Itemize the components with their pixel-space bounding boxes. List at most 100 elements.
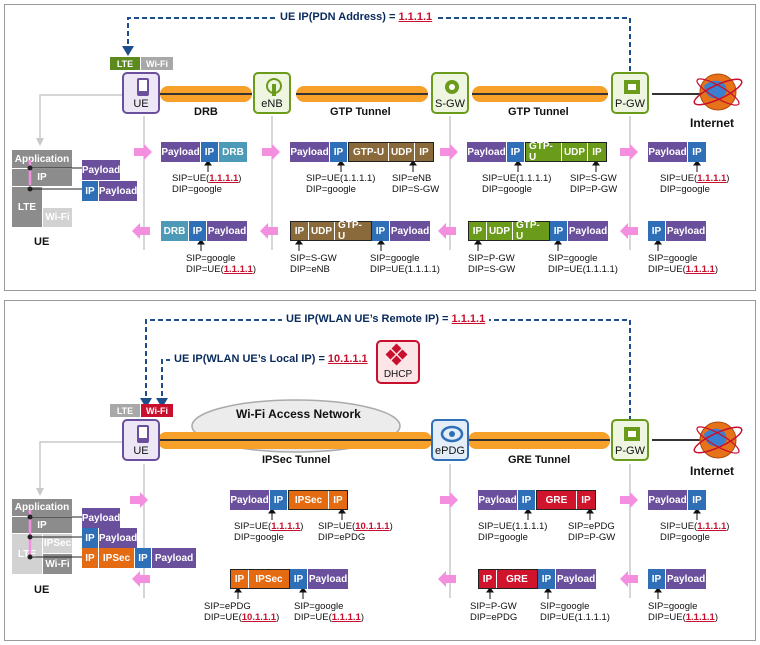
sip-text: SIP=UE(1.1.1.1) bbox=[306, 173, 376, 184]
sip-text: SIP=UE(1.1.1.1) bbox=[478, 521, 548, 532]
outer-ip-segment: IP bbox=[577, 491, 595, 509]
uplink-label-ipsec-outer: SIP=UE(10.1.1.1) DIP=ePDG bbox=[318, 521, 393, 543]
dip-text: DIP=S-GW bbox=[392, 184, 440, 195]
payload-segment: Payload bbox=[290, 142, 330, 162]
sip-text: SIP=google bbox=[648, 253, 698, 264]
stack-ip: IP bbox=[12, 169, 72, 186]
pgw-node-label-2: P-GW bbox=[615, 445, 645, 457]
sip-value: 1.1.1.1 bbox=[209, 173, 239, 184]
dip-text: DIP=P-GW bbox=[570, 184, 618, 195]
ip-segment: IP bbox=[290, 569, 308, 589]
ipsec-segment: IPSec bbox=[249, 570, 289, 588]
dip-close: ) bbox=[714, 612, 718, 623]
sip-close: ) bbox=[726, 173, 730, 184]
sip-value: 1.1.1.1 bbox=[697, 173, 727, 184]
payload-segment: Payload bbox=[230, 490, 270, 510]
downlink-label-ipsec-inner: SIP=google DIP=UE(1.1.1.1) bbox=[294, 601, 364, 623]
downlink-label-ue: SIP=google DIP=UE(1.1.1.1) bbox=[186, 253, 256, 275]
payload-segment: Payload bbox=[99, 181, 137, 201]
internet-label-2: Internet bbox=[690, 464, 735, 478]
dip-text: DIP=google bbox=[172, 184, 222, 195]
gtpu-segment: GTP-U bbox=[335, 220, 371, 242]
sip-close: ) bbox=[300, 521, 304, 532]
remote-ip-value: 1.1.1.1 bbox=[451, 313, 486, 325]
sip-text: SIP=ePDG bbox=[204, 601, 251, 612]
sip-prefix: SIP=UE( bbox=[234, 521, 272, 532]
payload-segment: Payload bbox=[568, 221, 608, 241]
dip-prefix: DIP=UE( bbox=[294, 612, 332, 623]
sip-text: SIP=eNB bbox=[392, 173, 432, 184]
payload-segment: Payload bbox=[82, 508, 120, 528]
dip-text: DIP=ePDG bbox=[318, 532, 366, 543]
payload-segment: Payload bbox=[99, 528, 137, 548]
dip-value: 1.1.1.1 bbox=[223, 264, 253, 275]
gtp-tunnel-label-1: GTP Tunnel bbox=[330, 106, 391, 118]
wifi-tab-active: Wi-Fi bbox=[141, 404, 173, 417]
payload-segment: Payload bbox=[82, 160, 120, 180]
stack-ip-2: IP bbox=[12, 517, 72, 533]
dip-text: DIP=google bbox=[306, 184, 356, 195]
sip-text: SIP=P-GW bbox=[470, 601, 517, 612]
lte-tab-inactive: LTE bbox=[110, 404, 140, 417]
dip-prefix: DIP=UE( bbox=[648, 264, 686, 275]
ue-node-label: UE bbox=[133, 98, 149, 110]
sip-close: ) bbox=[238, 173, 242, 184]
outer-ip-segment: IP bbox=[588, 143, 606, 161]
ip-segment: IP bbox=[135, 548, 152, 568]
dip-value: 10.1.1.1 bbox=[241, 612, 277, 623]
gtpu-segment: GTP-U bbox=[526, 141, 562, 163]
epdg-node-icon bbox=[431, 419, 469, 461]
lte-pdn-header: UE IP(PDN Address) = 1.1.1.1 bbox=[276, 11, 437, 23]
stack-lte-2: LTE bbox=[12, 534, 42, 574]
dip-prefix: DIP=UE( bbox=[186, 264, 224, 275]
dip-close: ) bbox=[360, 612, 364, 623]
lte-diagram-lines bbox=[36, 17, 743, 251]
ue-protocol-stack: Application IP LTE Wi-Fi bbox=[12, 150, 72, 230]
sip-value: 1.1.1.1 bbox=[697, 521, 727, 532]
dip-text: DIP=google bbox=[660, 184, 710, 195]
ue-protocol-stack-2: Application IP IPSec LTE Wi-Fi bbox=[12, 499, 72, 579]
payload-segment: Payload bbox=[666, 569, 706, 589]
sip-text: SIP=google bbox=[648, 601, 698, 612]
enb-node-icon bbox=[253, 72, 291, 114]
internet-globe-icon bbox=[693, 73, 743, 111]
drb-segment: DRB bbox=[219, 142, 247, 162]
dip-value: 1.1.1.1 bbox=[685, 264, 715, 275]
sip-close: ) bbox=[726, 521, 730, 532]
ip-segment: IP bbox=[82, 528, 99, 548]
stack-ue-label-2: UE bbox=[34, 584, 50, 596]
gtpu-segment: GTP-U bbox=[349, 143, 389, 161]
sip-close: ) bbox=[389, 521, 393, 532]
payload-segment: Payload bbox=[390, 221, 430, 241]
sip-text: SIP=ePDG bbox=[568, 521, 615, 532]
payload-segment: Payload bbox=[666, 221, 706, 241]
sip-text: SIP=google bbox=[540, 601, 590, 612]
dip-close: ) bbox=[714, 264, 718, 275]
wifi-tab-inactive: Wi-Fi bbox=[141, 57, 173, 70]
sip-text: SIP=google bbox=[186, 253, 236, 264]
payload-segment: Payload bbox=[478, 490, 518, 510]
dip-text: DIP=P-GW bbox=[568, 532, 616, 543]
downlink-label-pgw: SIP=google DIP=UE(1.1.1.1) bbox=[648, 253, 718, 275]
local-ip-prefix: UE IP(WLAN UE’s Local IP) = bbox=[174, 353, 328, 365]
sgw-node-icon bbox=[431, 72, 469, 114]
ip-segment: IP bbox=[538, 569, 556, 589]
wifi-access-network-label: Wi-Fi Access Network bbox=[236, 407, 361, 421]
gtpu-segment: GTP-U bbox=[513, 220, 549, 242]
stack-lte: LTE bbox=[12, 187, 42, 227]
ue-node-label-2: UE bbox=[133, 445, 149, 457]
ip-segment: IP bbox=[189, 221, 207, 241]
ip-segment: IP bbox=[82, 181, 99, 201]
